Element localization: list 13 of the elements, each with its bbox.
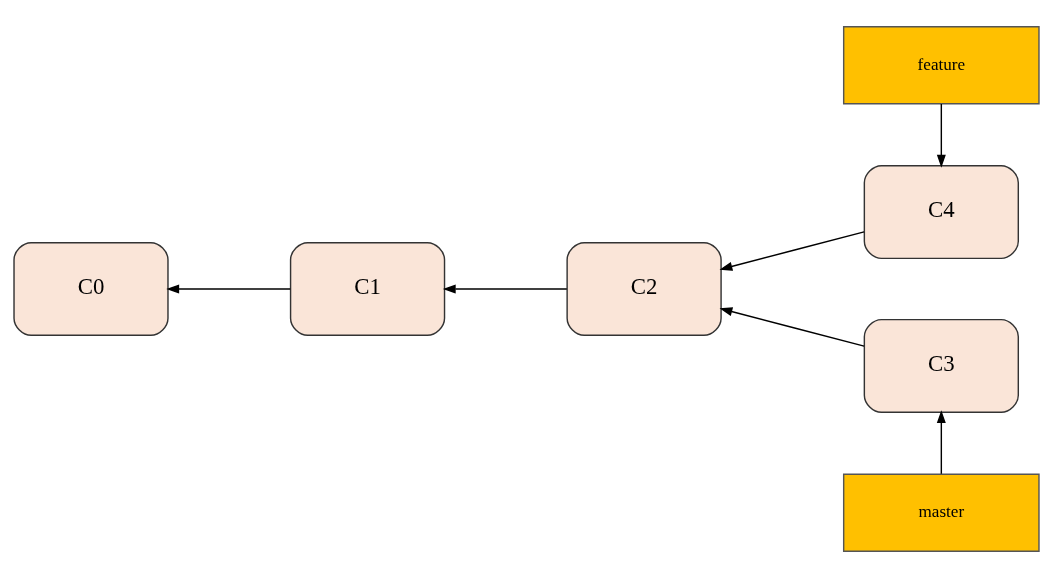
arrow (936, 410, 946, 475)
arrow (719, 231, 865, 271)
arrow (442, 284, 568, 294)
node-box: C3 (863, 318, 1020, 414)
arrow (936, 103, 946, 168)
arrow (166, 284, 291, 294)
arrow (719, 307, 865, 347)
node-box: C4 (863, 164, 1020, 260)
node-box: C1 (289, 241, 446, 337)
node-box: C2 (566, 241, 722, 337)
node-box: master (842, 473, 1040, 552)
node-box: C0 (13, 241, 169, 337)
node-box: feature (842, 26, 1040, 105)
